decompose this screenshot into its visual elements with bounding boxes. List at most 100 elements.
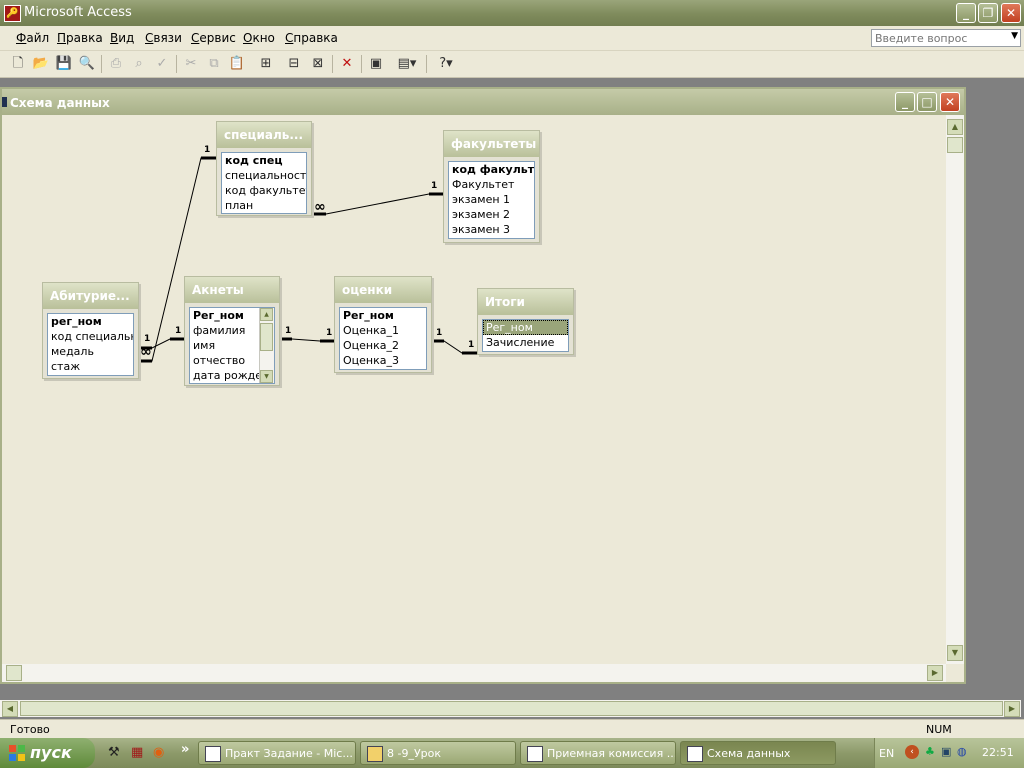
field-item[interactable]: Оценка_2 <box>343 339 399 352</box>
new-object-icon[interactable]: ▤▾ <box>397 56 417 71</box>
field-item[interactable]: Рег_ном <box>193 309 244 322</box>
table-abiturienty[interactable]: Абитурие... рег_ном код специальности ме… <box>42 282 139 379</box>
field-item[interactable]: отчество <box>193 354 246 367</box>
chevron-right-icon[interactable]: ▶ <box>927 665 943 681</box>
restore-button[interactable]: ❐ <box>978 3 998 23</box>
menu-view[interactable]: Вид <box>110 31 135 45</box>
task-button-relationships[interactable]: Схема данных <box>680 741 836 765</box>
field-item[interactable]: специальность <box>225 169 307 182</box>
monitor-icon[interactable]: ▣ <box>941 745 952 758</box>
minimize-button[interactable]: _ <box>956 3 976 23</box>
scroll-thumb[interactable] <box>6 665 22 681</box>
field-item[interactable]: экзамен 3 <box>452 223 511 236</box>
table-title[interactable]: Абитурие... <box>43 283 138 309</box>
chevron-down-icon[interactable]: ▼ <box>1011 31 1018 41</box>
help-question-input[interactable] <box>875 31 1000 45</box>
tools-icon[interactable]: ⚒ <box>108 745 120 760</box>
field-item[interactable]: код спец <box>225 154 283 167</box>
table-itogi[interactable]: Итоги Рег_ном Зачисление <box>477 288 574 355</box>
table-ocenki[interactable]: оценки Рег_ном Оценка_1 Оценка_2 Оценка_… <box>334 276 432 373</box>
chevron-left-icon[interactable]: ‹ <box>905 745 919 759</box>
menu-edit[interactable]: Правка <box>57 31 103 45</box>
field-item[interactable]: стаж <box>51 360 81 373</box>
field-item[interactable]: код специальности <box>51 330 133 343</box>
close-button[interactable]: ✕ <box>1001 3 1021 23</box>
field-item[interactable]: имя <box>193 339 216 352</box>
child-close-button[interactable]: ✕ <box>940 92 960 112</box>
search-icon[interactable]: 🔍 <box>78 56 96 71</box>
save-icon[interactable]: 💾 <box>55 56 73 71</box>
field-item[interactable]: Факультет <box>452 178 515 191</box>
field-item[interactable]: медаль <box>51 345 94 358</box>
table-title[interactable]: специаль... <box>217 122 311 148</box>
show-table-icon[interactable]: ⊞ <box>260 56 272 71</box>
table-specialnosti[interactable]: специаль... код спец специальность код ф… <box>216 121 312 216</box>
spellcheck-icon[interactable]: ✓ <box>156 56 168 71</box>
table-title[interactable]: факультеты <box>444 131 539 157</box>
field-list[interactable]: код спец специальность код факультета пл… <box>221 152 307 214</box>
field-item[interactable]: Оценка_1 <box>343 324 399 337</box>
show-direct-icon[interactable]: ⊟ <box>288 56 300 71</box>
field-item[interactable]: Зачисление <box>486 336 555 349</box>
menu-help[interactable]: Справка <box>285 31 338 45</box>
open-folder-icon[interactable]: 📂 <box>32 56 50 71</box>
print-icon[interactable]: ⎙ <box>110 56 122 71</box>
field-list[interactable]: Рег_ном фамилия имя отчество дата рожден… <box>189 307 275 384</box>
table-title[interactable]: Итоги <box>478 289 573 315</box>
table-fakultety[interactable]: факультеты код факультета Факультет экза… <box>443 130 540 243</box>
language-indicator[interactable]: EN <box>879 747 895 760</box>
field-item[interactable]: Рег_ном <box>343 309 394 322</box>
firefox-icon[interactable]: ◉ <box>153 745 165 760</box>
database-window-icon[interactable]: ▣ <box>369 56 383 71</box>
copy-icon[interactable]: ⧉ <box>209 56 219 71</box>
task-button-folder[interactable]: 8 -9_Урок <box>360 741 516 765</box>
access-icon[interactable]: ▦ <box>131 745 144 760</box>
chevron-down-icon[interactable]: ▼ <box>947 645 963 661</box>
delete-icon[interactable]: ✕ <box>341 56 353 71</box>
vertical-scrollbar[interactable]: ▲ ▼ <box>946 115 964 664</box>
access-key-icon[interactable]: 🔑 <box>4 5 21 22</box>
chevron-double-right-icon[interactable]: » <box>181 742 190 757</box>
field-item[interactable]: дата рождения <box>193 369 275 382</box>
table-title[interactable]: оценки <box>335 277 431 303</box>
scroll-thumb[interactable] <box>260 323 273 351</box>
menu-file[interactable]: Файл <box>16 31 50 45</box>
relationships-canvas[interactable]: 1 1 ∞ 1 ∞ 1 1 1 1 1 специаль... код спец… <box>2 115 946 664</box>
field-list[interactable]: рег_ном код специальности медаль стаж <box>47 313 134 376</box>
paste-icon[interactable]: 📋 <box>228 56 246 71</box>
table-title[interactable]: Акнеты <box>185 277 279 303</box>
show-all-icon[interactable]: ⊠ <box>312 56 324 71</box>
field-list[interactable]: Рег_ном Зачисление <box>482 319 569 352</box>
task-button-word[interactable]: Практ Задание - Mic... <box>198 741 356 765</box>
field-list[interactable]: код факультета Факультет экзамен 1 экзам… <box>448 161 535 239</box>
field-item[interactable]: рег_ном <box>51 315 102 328</box>
help-question-box[interactable]: ▼ <box>871 29 1021 47</box>
cut-icon[interactable]: ✂ <box>185 56 197 71</box>
start-button[interactable]: пуск <box>0 738 95 768</box>
chevron-down-icon[interactable]: ▼ <box>260 370 273 383</box>
menu-window[interactable]: Окно <box>243 31 275 45</box>
print-preview-icon[interactable]: ⌕ <box>135 56 143 71</box>
child-maximize-button[interactable]: □ <box>917 92 937 112</box>
chevron-up-icon[interactable]: ▲ <box>260 308 273 321</box>
field-item[interactable]: экзамен 2 <box>452 208 511 221</box>
field-list-scrollbar[interactable]: ▲ ▼ <box>259 308 274 383</box>
field-item[interactable]: план <box>225 199 254 212</box>
field-item-selected[interactable]: Рег_ном <box>483 320 568 335</box>
internet-icon[interactable]: ◍ <box>957 745 967 758</box>
mdi-horizontal-scrollbar[interactable]: ◀ ▶ <box>0 700 1021 717</box>
child-minimize-button[interactable]: _ <box>895 92 915 112</box>
task-button-database[interactable]: Приемная комиссия ... <box>520 741 676 765</box>
field-list[interactable]: Рег_ном Оценка_1 Оценка_2 Оценка_3 <box>339 307 427 370</box>
chevron-right-icon[interactable]: ▶ <box>1004 701 1020 717</box>
chevron-left-icon[interactable]: ◀ <box>2 701 18 717</box>
field-item[interactable]: код факультета <box>452 163 535 176</box>
menu-relations[interactable]: Связи <box>145 31 182 45</box>
chevron-up-icon[interactable]: ▲ <box>947 119 963 135</box>
field-item[interactable]: Оценка_3 <box>343 354 399 367</box>
horizontal-scrollbar[interactable]: ▶ <box>2 664 946 682</box>
help-icon[interactable]: ?▾ <box>439 56 453 71</box>
new-file-icon[interactable]: 🗋 <box>12 56 24 71</box>
scroll-thumb[interactable] <box>20 701 1003 716</box>
table-ankety[interactable]: Акнеты Рег_ном фамилия имя отчество дата… <box>184 276 280 386</box>
